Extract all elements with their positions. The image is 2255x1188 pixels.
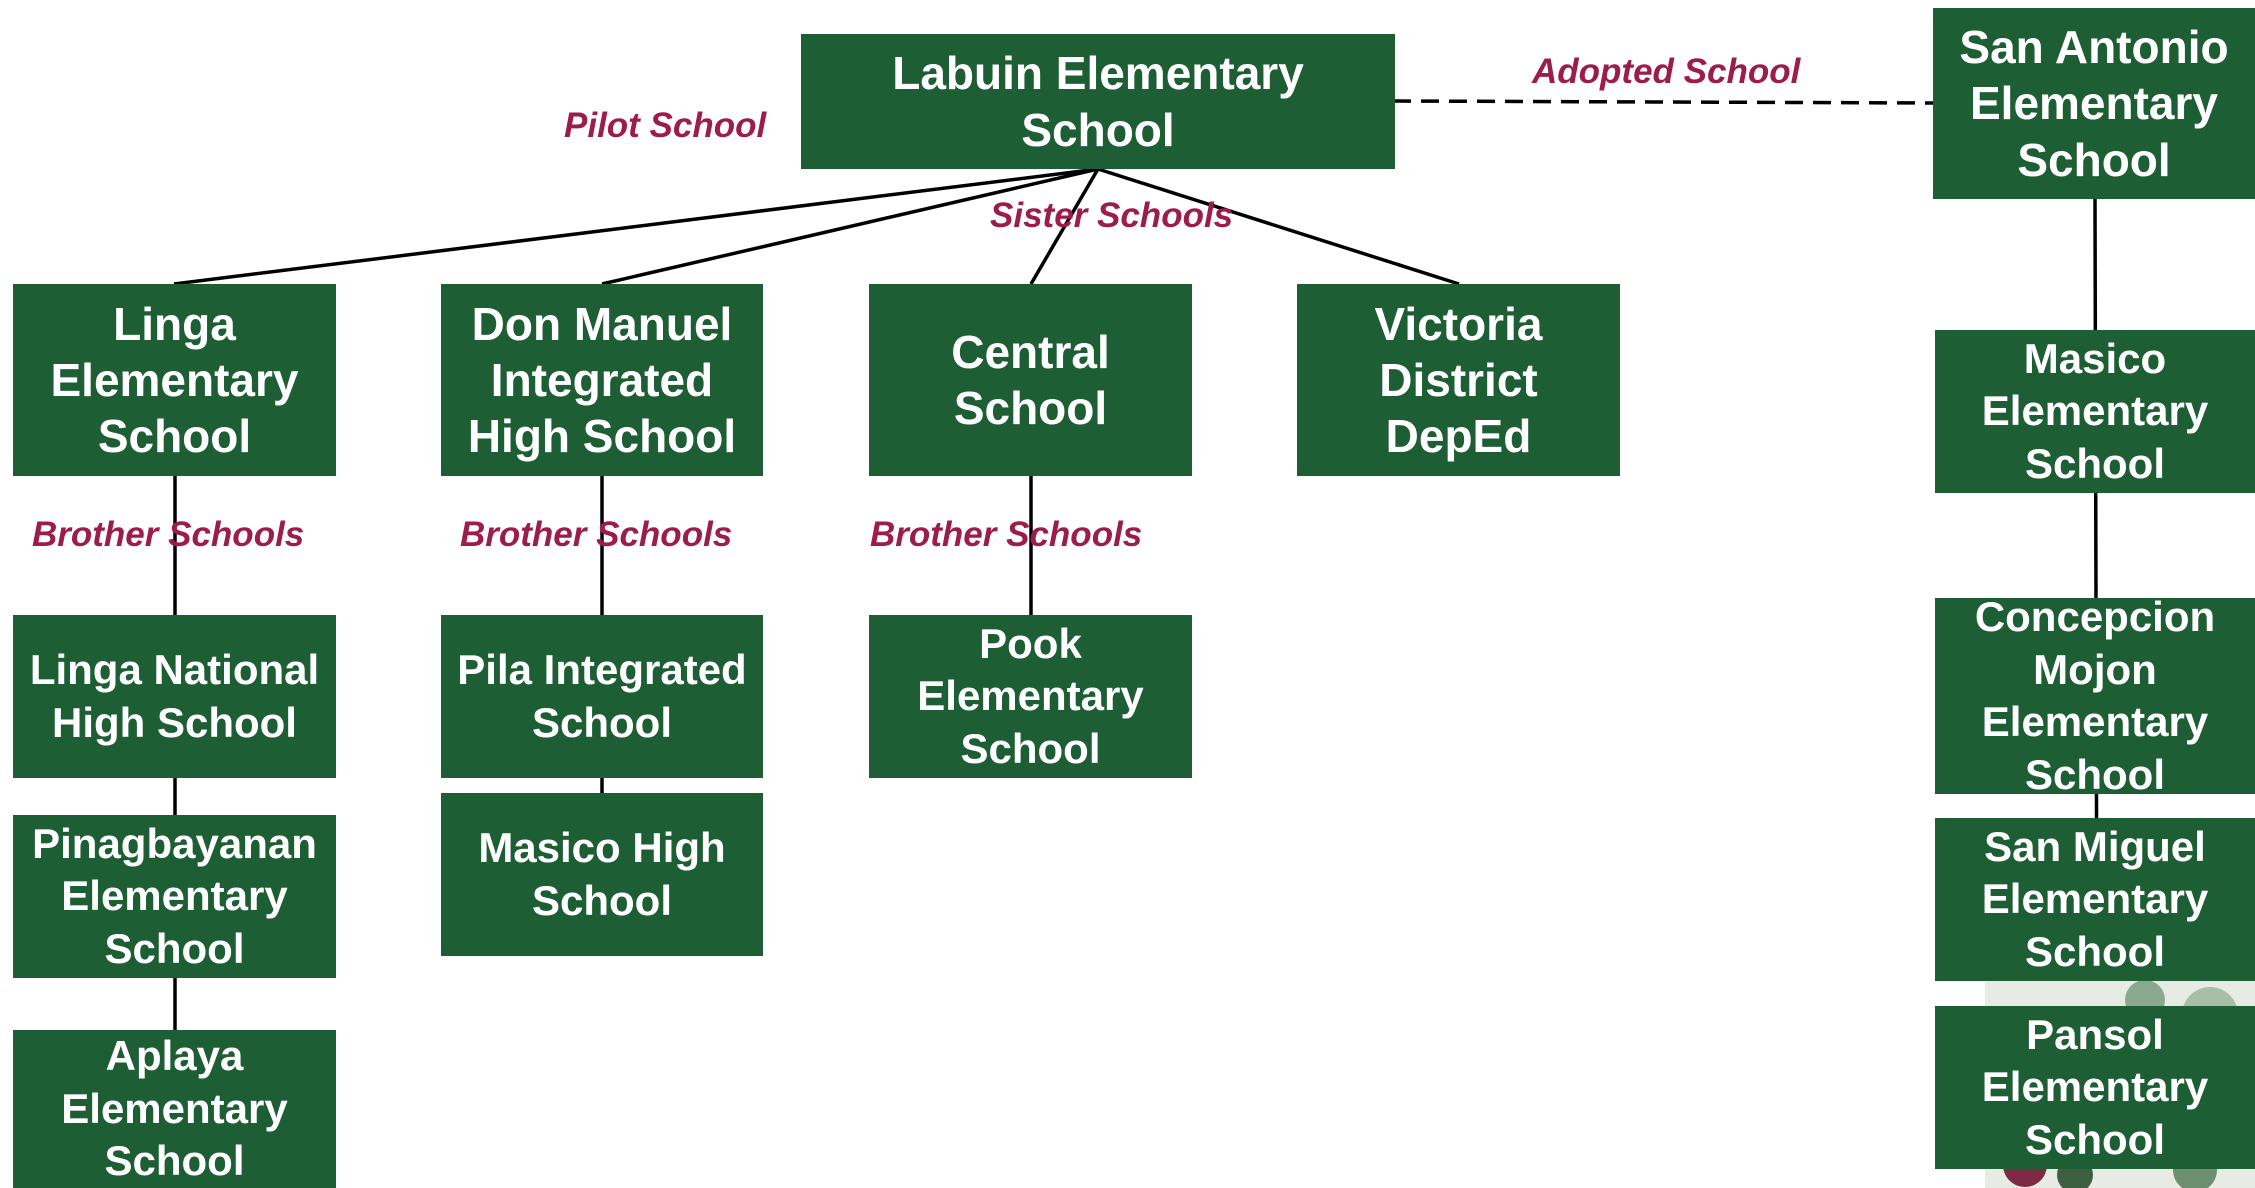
node-masico-elementary-school: Masico Elementary School	[1935, 330, 2255, 493]
line-labuin-linga	[173, 167, 1099, 286]
node-pila-integrated-school: Pila Integrated School	[441, 615, 763, 778]
node-victoria-district-deped: Victoria District DepEd	[1297, 284, 1620, 476]
node-don-manuel-integrated-high-school: Don Manuel Integrated High School	[441, 284, 763, 476]
line-labuin-don-manuel	[601, 167, 1099, 286]
label-adopted-school: Adopted School	[1532, 52, 1801, 91]
node-san-miguel-elementary-school: San Miguel Elementary School	[1935, 818, 2255, 981]
label-brother-schools-don-manuel: Brother Schools	[460, 515, 733, 554]
node-pansol-elementary-school: Pansol Elementary School	[1935, 1006, 2255, 1169]
node-masico-high-school: Masico High School	[441, 793, 763, 956]
node-san-antonio-elementary-school: San Antonio Elementary School	[1933, 8, 2255, 199]
label-brother-schools-linga: Brother Schools	[32, 515, 305, 554]
node-linga-elementary-school: Linga Elementary School	[13, 284, 336, 476]
node-pook-elementary-school: Pook Elementary School	[869, 615, 1192, 778]
label-sister-schools: Sister Schools	[990, 196, 1234, 235]
node-central-school: Central School	[869, 284, 1192, 476]
line-adopted-dashed	[1392, 99, 1934, 105]
label-pilot-school: Pilot School	[564, 106, 767, 145]
node-linga-national-high-school: Linga National High School	[13, 615, 336, 778]
node-pinagbayanan-elementary-school: Pinagbayanan Elementary School	[13, 815, 336, 978]
line-labuin-victoria	[1097, 167, 1460, 286]
label-brother-schools-central: Brother Schools	[870, 515, 1143, 554]
node-aplaya-elementary-school: Aplaya Elementary School	[13, 1030, 336, 1188]
node-concepcion-mojon-elementary-school: Concepcion Mojon Elementary School	[1935, 593, 2255, 798]
line-labuin-central	[1029, 168, 1100, 285]
node-labuin-elementary-school: Labuin Elementary School	[801, 34, 1395, 169]
